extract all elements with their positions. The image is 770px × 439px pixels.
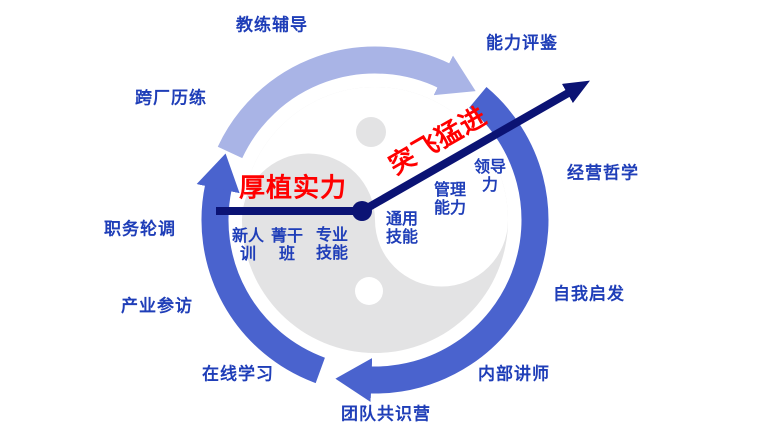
step-elite-class: 菁干 班 bbox=[270, 228, 304, 263]
build-strength-title: 厚植实力 bbox=[238, 172, 348, 203]
cycle-label-cross-plant-experience: 跨厂历练 bbox=[135, 88, 207, 108]
step-professional-skills: 专业 技能 bbox=[315, 227, 349, 262]
cycle-label-coaching-tutoring: 教练辅导 bbox=[236, 15, 308, 35]
cycle-label-job-rotation: 职务轮调 bbox=[104, 219, 176, 239]
cycle-label-business-philosophy: 经营哲学 bbox=[567, 163, 639, 183]
cycle-label-industry-visits: 产业参访 bbox=[121, 296, 193, 316]
cycle-label-competency-assessment: 能力评鉴 bbox=[486, 33, 558, 53]
step-leadership: 领导 力 bbox=[473, 159, 507, 194]
taiji-dot-bottom bbox=[355, 277, 383, 305]
cycle-label-online-learning: 在线学习 bbox=[202, 364, 274, 384]
taiji-dot-top bbox=[356, 117, 386, 147]
step-general-skills: 通用 技能 bbox=[385, 211, 419, 246]
cycle-arc-top-icon bbox=[217, 46, 476, 159]
cycle-label-self-development: 自我启发 bbox=[553, 284, 625, 304]
taiji-swirl bbox=[242, 87, 508, 287]
step-new-hire-training: 新人 训 bbox=[231, 228, 265, 263]
pivot-dot-icon bbox=[352, 201, 372, 221]
cycle-arc-right-icon bbox=[335, 87, 549, 402]
cycle-label-internal-lecturer: 内部讲师 bbox=[478, 364, 550, 384]
cycle-label-team-consensus-camp: 团队共识营 bbox=[341, 404, 431, 424]
cycle-arc-left-icon bbox=[196, 153, 326, 384]
step-management-ability: 管理 能力 bbox=[433, 182, 467, 217]
